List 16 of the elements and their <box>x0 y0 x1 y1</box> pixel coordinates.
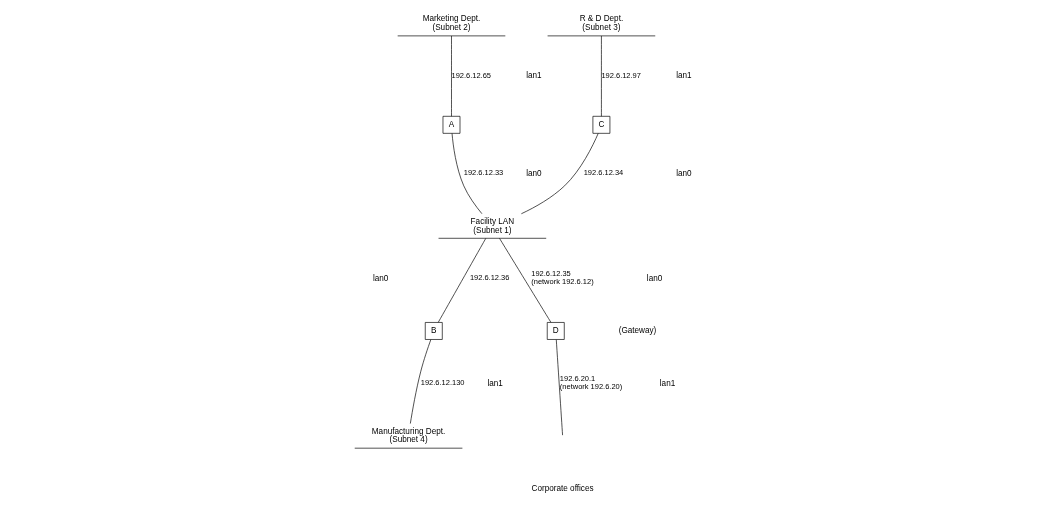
connector <box>437 238 487 323</box>
connector <box>521 133 599 215</box>
edge-label: 192.6.12.97 <box>601 71 641 80</box>
edge-label: 192.6.12.65 <box>451 71 492 80</box>
edge-label: 192.6.20.1 (network 192.6.20) <box>559 374 623 392</box>
connector <box>451 35 452 117</box>
connector <box>555 339 563 436</box>
edge-label: 192.6.12.35 (network 192.6.12) <box>531 269 594 287</box>
edge-label: 192.6.12.33 <box>463 168 504 178</box>
edge-label: 192.6.12.34 <box>583 168 624 178</box>
connector <box>499 238 552 323</box>
connector <box>451 133 483 215</box>
edge-label: 192.6.12.130 <box>420 378 465 388</box>
connector <box>410 339 432 424</box>
connector <box>601 35 602 117</box>
edge-label: 192.6.12.36 <box>469 273 510 283</box>
